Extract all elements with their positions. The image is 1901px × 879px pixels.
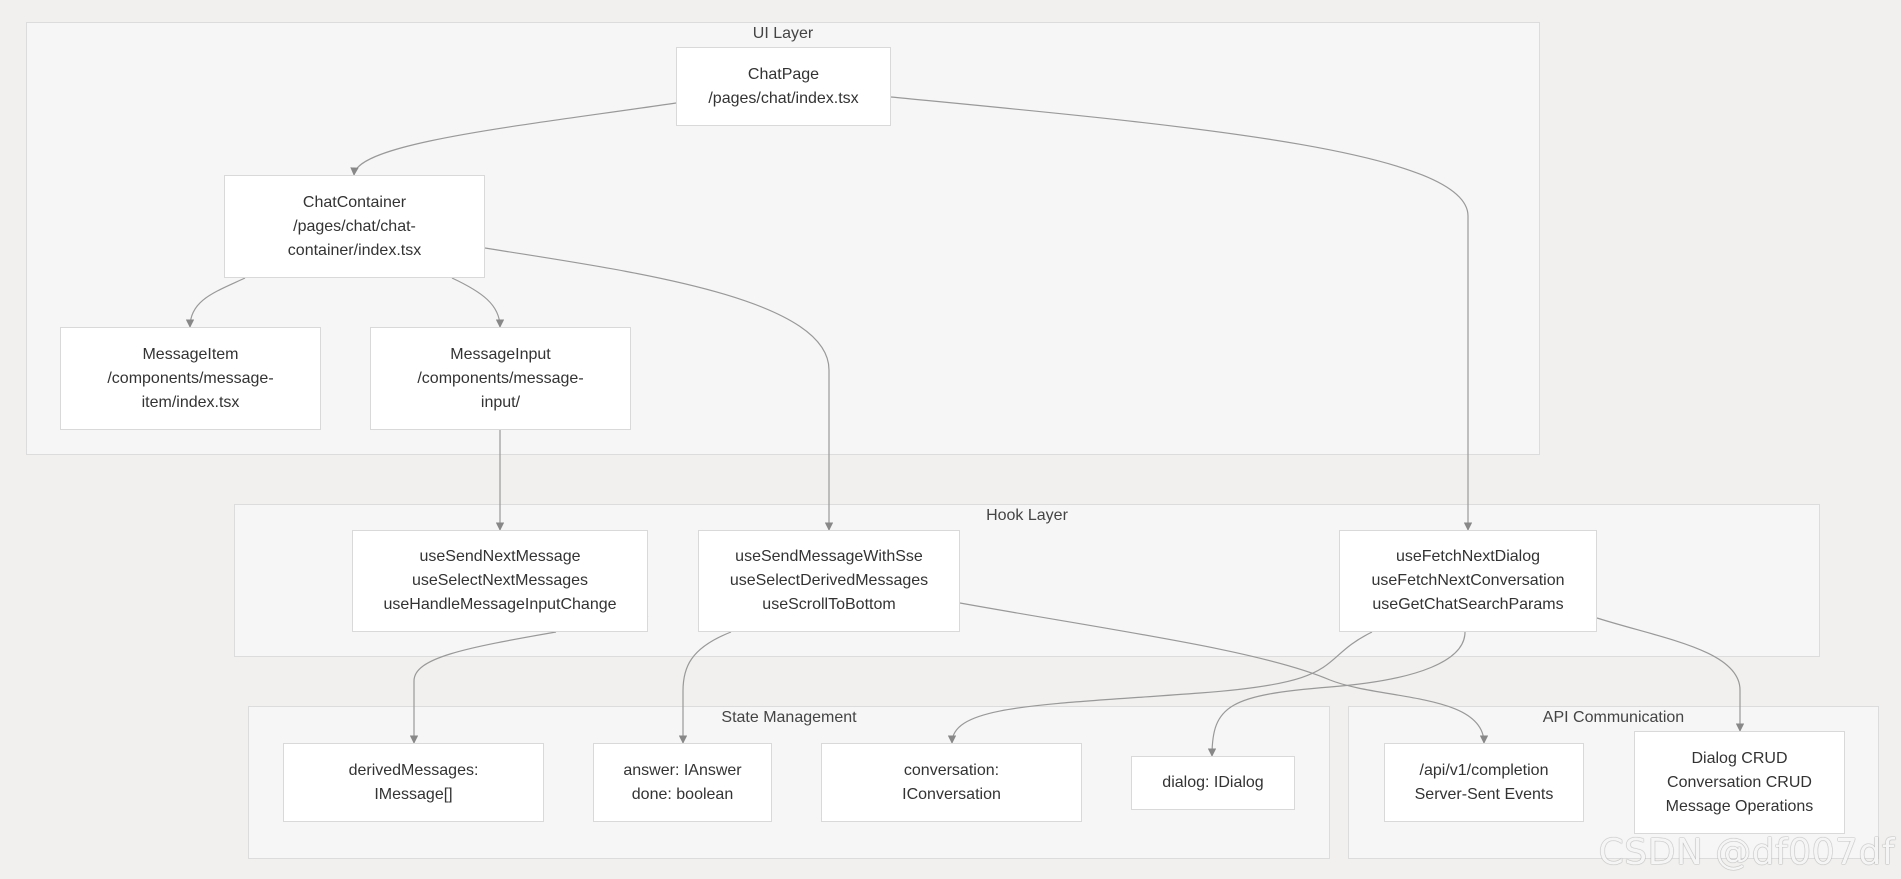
node-crud-line-3: Message Operations <box>1665 797 1814 815</box>
node-message-item-line-3: item/index.tsx <box>141 393 240 411</box>
node-hooks-send-next[interactable]: useSendNextMessage useSelectNextMessages… <box>352 530 648 632</box>
node-chat-container[interactable]: ChatContainer /pages/chat/chat- containe… <box>224 175 485 278</box>
node-hooks-fetch-line-3: useGetChatSearchParams <box>1372 596 1564 613</box>
node-hooks-sse[interactable]: useSendMessageWithSse useSelectDerivedMe… <box>698 530 960 632</box>
node-message-input-line-2: /components/message- <box>417 369 584 387</box>
watermark-text: CSDN @df007df <box>1598 832 1895 873</box>
node-crud-line-2: Conversation CRUD <box>1667 773 1812 791</box>
node-hooks-send-next-line-3: useHandleMessageInputChange <box>383 596 617 613</box>
node-hooks-sse-line-1: useSendMessageWithSse <box>735 548 923 565</box>
node-message-item-line-1: MessageItem <box>142 345 239 363</box>
node-hooks-sse-line-2: useSelectDerivedMessages <box>729 572 929 589</box>
node-message-item[interactable]: MessageItem /components/message- item/in… <box>60 327 321 430</box>
node-crud[interactable]: Dialog CRUD Conversation CRUD Message Op… <box>1634 731 1845 834</box>
node-completion-line-2: Server-Sent Events <box>1414 785 1554 803</box>
node-completion[interactable]: /api/v1/completion Server-Sent Events <box>1384 743 1584 822</box>
node-answer-done-line-1: answer: IAnswer <box>623 761 742 779</box>
node-message-item-line-2: /components/message- <box>107 369 274 387</box>
node-hooks-send-next-line-2: useSelectNextMessages <box>411 572 589 589</box>
node-chat-page[interactable]: ChatPage /pages/chat/index.tsx <box>676 47 891 126</box>
node-hooks-sse-line-3: useScrollToBottom <box>762 596 896 613</box>
node-dialog[interactable]: dialog: IDialog <box>1131 756 1295 810</box>
node-chat-container-line-3: container/index.tsx <box>287 241 422 259</box>
node-hooks-send-next-line-1: useSendNextMessage <box>419 548 581 565</box>
node-hooks-fetch-line-1: useFetchNextDialog <box>1395 548 1541 565</box>
group-title-state-management: State Management <box>721 709 857 726</box>
node-conversation-line-1: conversation: <box>903 761 1000 779</box>
node-dialog-line-1: dialog: IDialog <box>1162 774 1264 791</box>
group-title-api-communication: API Communication <box>1542 709 1685 726</box>
node-derived-messages-line-2: IMessage[] <box>374 785 453 803</box>
node-answer-done-line-2: done: boolean <box>631 785 734 803</box>
node-chat-container-line-2: /pages/chat/chat- <box>293 217 416 235</box>
node-hooks-fetch[interactable]: useFetchNextDialog useFetchNextConversat… <box>1339 530 1597 632</box>
node-message-input[interactable]: MessageInput /components/message- input/ <box>370 327 631 430</box>
node-chat-page-line-2: /pages/chat/index.tsx <box>708 89 859 107</box>
group-title-ui-layer: UI Layer <box>752 25 814 42</box>
node-conversation[interactable]: conversation: IConversation <box>821 743 1082 822</box>
node-message-input-line-1: MessageInput <box>450 345 551 363</box>
group-title-hook-layer: Hook Layer <box>986 507 1068 524</box>
node-conversation-line-2: IConversation <box>902 785 1001 803</box>
node-chat-page-line-1: ChatPage <box>747 65 820 83</box>
node-completion-line-1: /api/v1/completion <box>1419 761 1549 779</box>
node-answer-done[interactable]: answer: IAnswer done: boolean <box>593 743 772 822</box>
node-message-input-line-3: input/ <box>480 393 521 411</box>
node-hooks-fetch-line-2: useFetchNextConversation <box>1371 572 1565 589</box>
node-derived-messages-line-1: derivedMessages: <box>348 761 479 779</box>
node-chat-container-line-1: ChatContainer <box>302 193 407 211</box>
node-crud-line-1: Dialog CRUD <box>1691 749 1788 767</box>
node-derived-messages[interactable]: derivedMessages: IMessage[] <box>283 743 544 822</box>
